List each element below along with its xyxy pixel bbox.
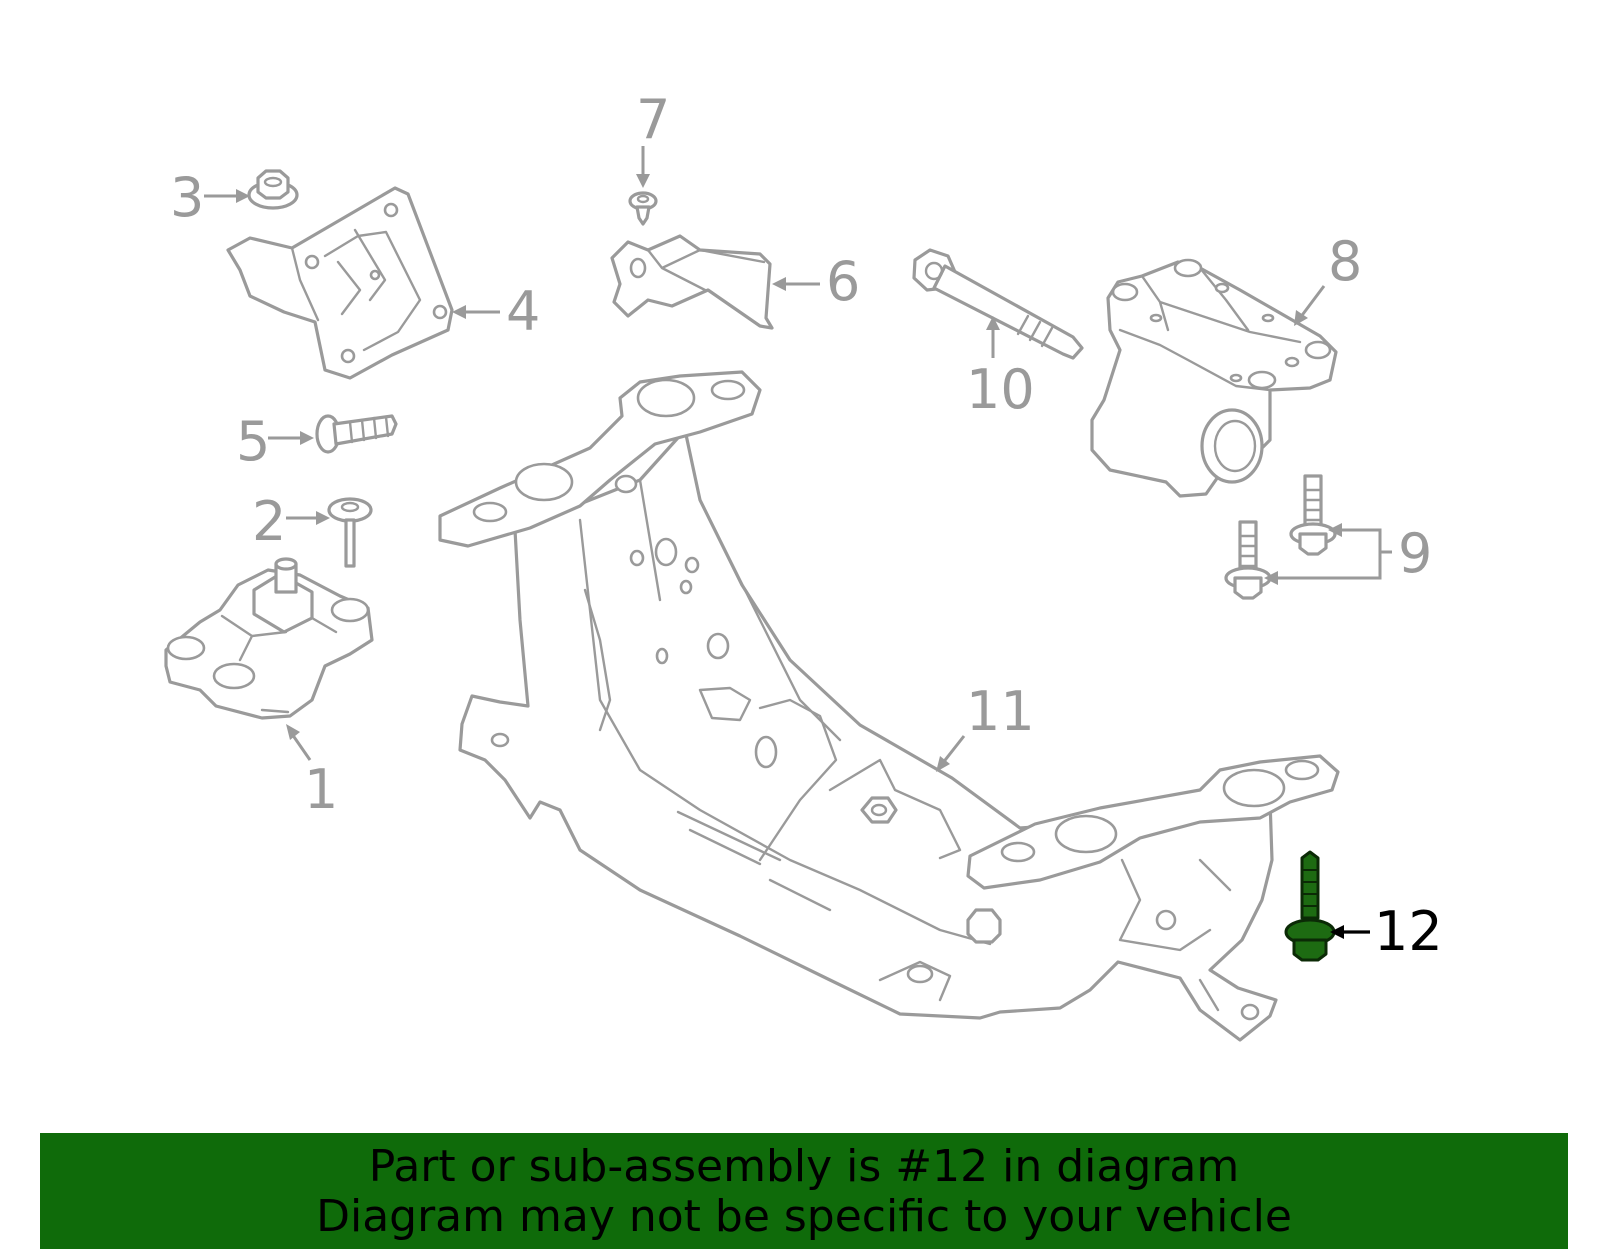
svg-text:12: 12 — [1374, 900, 1443, 963]
svg-text:3: 3 — [170, 166, 204, 229]
svg-text:11: 11 — [966, 680, 1035, 743]
part-12-highlighted-bolt — [1284, 850, 1336, 962]
svg-text:1: 1 — [304, 758, 338, 821]
svg-text:9: 9 — [1398, 522, 1432, 585]
callout-4: 4 — [452, 280, 540, 343]
svg-text:4: 4 — [506, 280, 540, 343]
callout-9: 9 — [1264, 522, 1432, 585]
callout-5: 5 — [236, 410, 314, 473]
callout-11: 11 — [936, 680, 1035, 772]
part-9-bolts — [1224, 474, 1337, 600]
callout-1: 1 — [286, 724, 338, 821]
part-3-nut — [247, 169, 299, 210]
svg-text:5: 5 — [236, 410, 270, 473]
banner-line-part: Part or sub-assembly is #12 in diagram — [368, 1141, 1240, 1192]
part-5-bolt — [315, 414, 398, 454]
svg-text:8: 8 — [1328, 230, 1362, 293]
part-4-mount-bracket — [226, 186, 454, 380]
svg-text:7: 7 — [636, 88, 670, 151]
callout-12[interactable]: 12 — [1330, 900, 1443, 963]
callout-6: 6 — [772, 250, 860, 313]
part-2-pin — [327, 497, 373, 568]
svg-text:6: 6 — [826, 250, 860, 313]
callout-3: 3 — [170, 166, 250, 229]
callout-10: 10 — [966, 316, 1035, 421]
svg-text:2: 2 — [252, 490, 286, 553]
part-8-engine-mount — [1090, 258, 1338, 498]
part-7-bolt — [628, 191, 658, 226]
part-10-long-bolt — [912, 248, 1084, 360]
callout-8: 8 — [1294, 230, 1362, 326]
part-1-lower-mount — [164, 557, 374, 720]
part-6-bracket — [610, 234, 774, 330]
callout-2: 2 — [252, 490, 330, 553]
part-11-subframe — [438, 370, 1340, 1042]
callout-7: 7 — [636, 88, 670, 188]
banner-line-disclaimer: Diagram may not be specific to your vehi… — [316, 1191, 1292, 1242]
svg-text:10: 10 — [966, 358, 1035, 421]
info-banner: Part or sub-assembly is #12 in diagram D… — [40, 1133, 1568, 1249]
